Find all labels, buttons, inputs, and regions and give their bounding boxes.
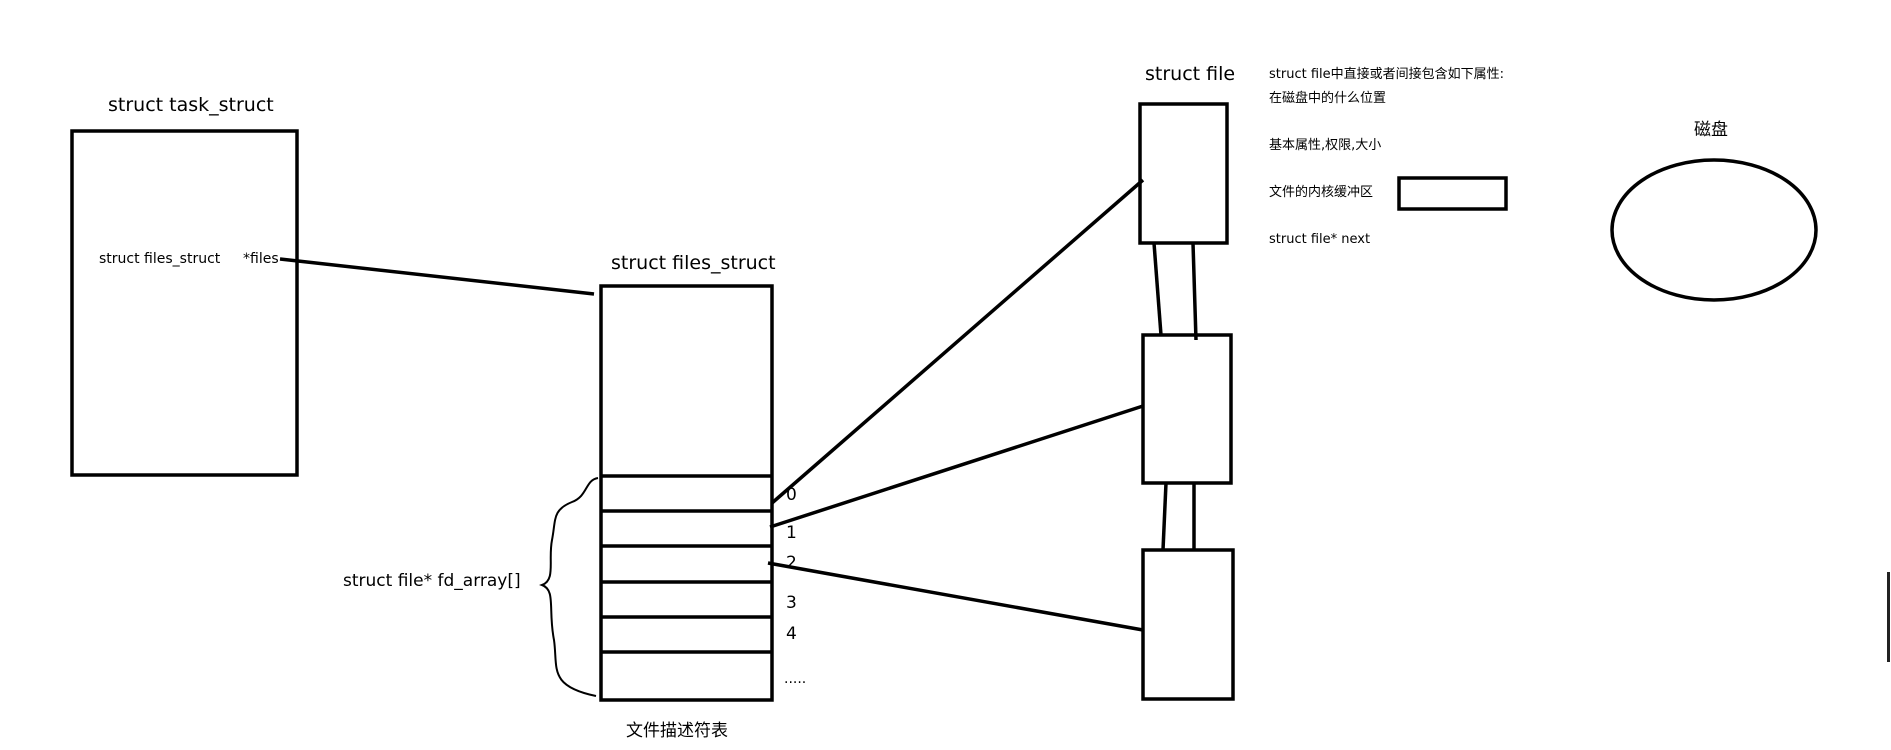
next-link	[1161, 482, 1168, 551]
struct-file-attr-next: struct file* next	[1269, 232, 1371, 247]
struct-file-box-3	[1141, 548, 1235, 701]
struct-file-title: struct file	[1145, 63, 1236, 85]
struct-file-box-1	[1138, 102, 1229, 245]
file-list-links	[1152, 242, 1198, 551]
struct-file-attr-basic: 基本属性,权限,大小	[1269, 138, 1382, 153]
files-field-type: struct files_struct	[99, 251, 221, 267]
task-struct-box	[70, 129, 299, 477]
fd1-pointer-line	[769, 404, 1144, 529]
disk-label: 磁盘	[1694, 120, 1728, 140]
struct-file-attr-buffer: 文件的内核缓冲区	[1269, 185, 1374, 200]
files-struct-title: struct files_struct	[611, 252, 776, 274]
fd0-pointer-line	[770, 178, 1145, 505]
files-struct-box	[599, 284, 774, 702]
struct-file-attr-location: 在磁盘中的什么位置	[1269, 91, 1387, 106]
fd-index-2: 2	[786, 553, 797, 573]
fd-index-0: 0	[786, 485, 797, 505]
next-link	[1191, 242, 1198, 341]
scrollbar-thumb[interactable]	[1887, 572, 1890, 662]
fd-array-brace	[539, 477, 599, 697]
disk-ellipse	[1610, 158, 1818, 302]
kernel-buffer-box	[1397, 176, 1508, 211]
fd-index-more: .....	[784, 671, 807, 687]
struct-file-box-2	[1141, 333, 1233, 485]
files-field-name: *files	[243, 251, 279, 267]
fd-index-3: 3	[786, 593, 797, 613]
fd-array-label: struct file* fd_array[]	[343, 571, 521, 591]
task-struct-title: struct task_struct	[108, 94, 274, 116]
next-link	[1152, 242, 1163, 336]
files-pointer-line	[279, 257, 595, 296]
fd-table-caption: 文件描述符表	[626, 721, 728, 741]
fd-array-rows	[601, 474, 772, 654]
fd2-pointer-line	[767, 561, 1144, 632]
fd-index-1: 1	[786, 523, 797, 543]
struct-file-attr-heading: struct file中直接或者间接包含如下属性:	[1269, 67, 1505, 82]
fd-index-4: 4	[786, 624, 797, 644]
